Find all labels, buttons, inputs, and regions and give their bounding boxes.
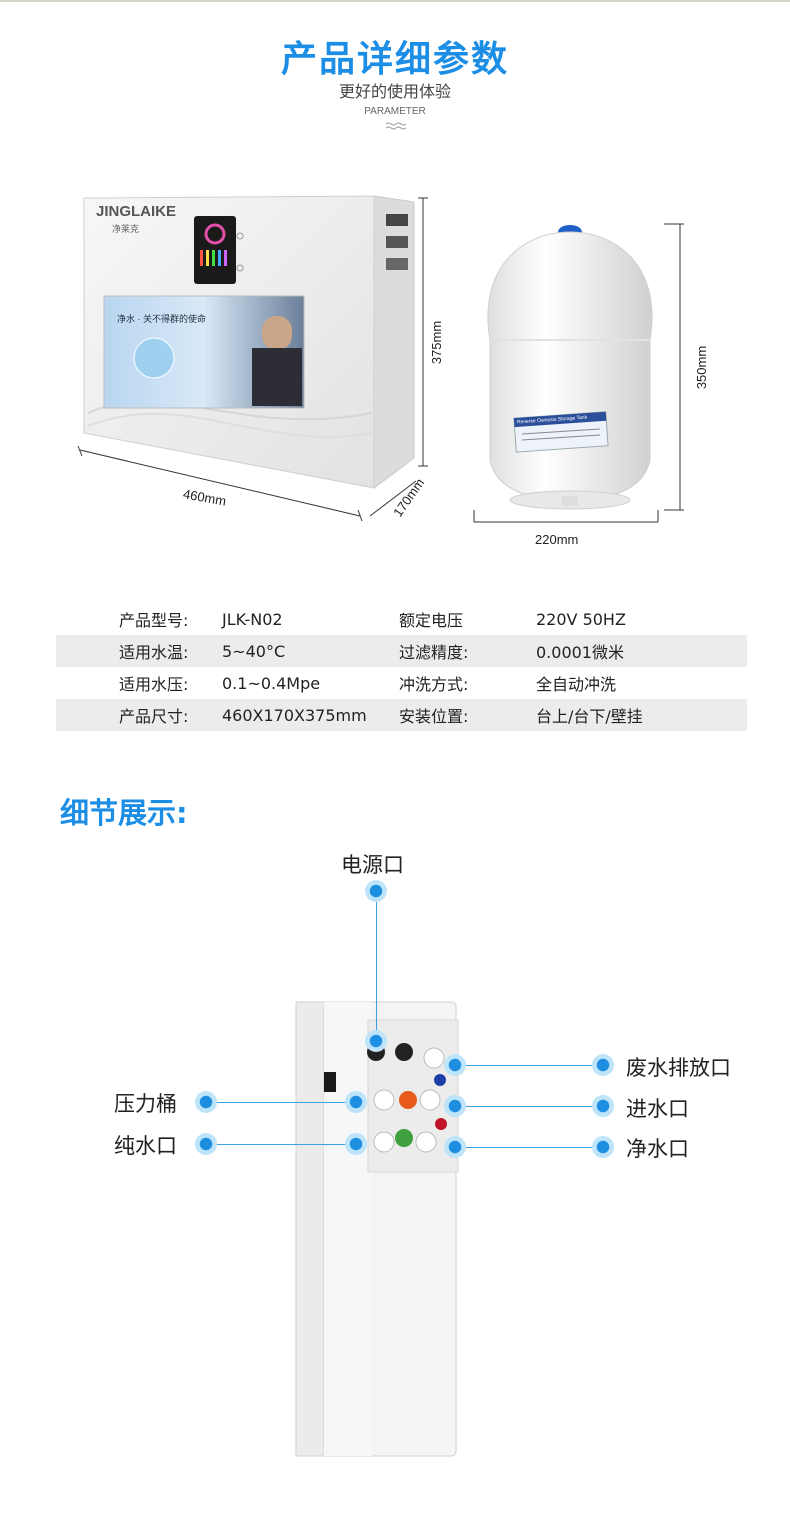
spec-row: 适用水压: 0.1~0.4Mpe 冲洗方式: 全自动冲洗 <box>56 667 747 699</box>
spec-key: 安装位置: <box>399 699 536 731</box>
spec-key: 产品尺寸: <box>56 699 222 731</box>
leader-line-inlet <box>455 1106 600 1107</box>
spec-key: 过滤精度: <box>399 635 536 667</box>
callout-dot <box>195 1091 217 1113</box>
spec-table: 产品型号: JLK-N02 额定电压 220V 50HZ 适用水温: 5~40°… <box>56 603 747 731</box>
label-clean-water-port: 净水口 <box>626 1137 689 1161</box>
spec-value: JLK-N02 <box>222 609 283 629</box>
leader-line-clean-water <box>455 1147 600 1148</box>
spec-key: 适用水压: <box>119 675 189 694</box>
spec-value: 台上/台下/壁挂 <box>536 699 747 731</box>
spec-value: 220V 50HZ <box>536 609 626 629</box>
callout-dot <box>345 1133 367 1155</box>
callout-dot <box>365 1030 387 1052</box>
spec-row: 适用水温: 5~40°C 过滤精度: 0.0001微米 <box>56 635 747 667</box>
dim-purifier-height: 375mm <box>429 320 445 365</box>
spec-key: 适用水温: <box>56 635 222 667</box>
spec-key: 冲洗方式: <box>399 675 469 694</box>
brand-logo: JINGLAIKE <box>96 203 177 220</box>
screen-slogan: 净水 · 关不得群的使命 <box>117 314 206 324</box>
callout-dot <box>592 1136 614 1158</box>
purifier-image <box>83 195 415 489</box>
callout-dot <box>444 1095 466 1117</box>
spec-key: 产品型号: <box>119 611 189 630</box>
label-waste-port: 废水排放口 <box>626 1056 731 1080</box>
dim-tank-width: 220mm <box>535 532 579 547</box>
label-pure-water-port: 纯水口 <box>114 1134 177 1158</box>
spec-value: 460X170X375mm <box>222 699 399 731</box>
leader-line-power <box>376 890 377 1040</box>
callout-dot <box>195 1133 217 1155</box>
purifier-dimension-lines <box>77 197 428 522</box>
spec-value: 0.1~0.4Mpe <box>222 673 321 693</box>
spec-value: 5~40°C <box>222 635 399 667</box>
tank-dimension-lines <box>473 223 684 523</box>
dim-tank-height: 350mm <box>694 345 710 390</box>
leader-line-pressure-tank <box>206 1102 356 1103</box>
leader-line-pure-water <box>206 1144 356 1145</box>
tank-image <box>487 225 653 510</box>
callout-dot <box>444 1054 466 1076</box>
page-subtitle: 更好的使用体验 <box>338 82 451 101</box>
label-power-port: 电源口 <box>341 853 404 877</box>
callout-dot <box>365 880 387 902</box>
spec-value: 全自动冲洗 <box>536 675 617 694</box>
callout-dot <box>592 1095 614 1117</box>
spec-key: 额定电压 <box>399 611 464 630</box>
details-heading: 细节展示: <box>60 796 188 830</box>
callout-dot <box>592 1054 614 1076</box>
spec-row: 产品尺寸: 460X170X375mm 安装位置: 台上/台下/壁挂 <box>56 699 747 731</box>
page-title: 产品详细参数 <box>280 39 509 80</box>
top-divider <box>0 0 790 2</box>
callout-dot <box>345 1091 367 1113</box>
spec-value: 0.0001微米 <box>536 635 747 667</box>
label-inlet-port: 进水口 <box>626 1097 689 1121</box>
spec-row: 产品型号: JLK-N02 额定电压 220V 50HZ <box>56 603 747 635</box>
leader-line-waste <box>455 1065 600 1066</box>
english-caption: PARAMETER <box>364 106 426 117</box>
callout-dot <box>444 1136 466 1158</box>
label-pressure-tank-port: 压力桶 <box>114 1092 177 1116</box>
brand-logo-cn: 净莱克 <box>112 224 140 234</box>
wave-ornament-icon <box>385 122 407 130</box>
